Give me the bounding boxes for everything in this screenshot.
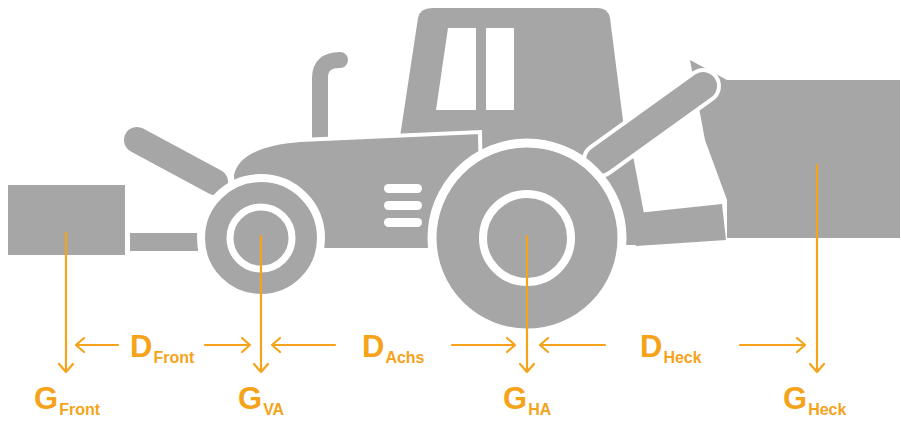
rear-arm [600,86,703,160]
grill-slot [384,184,422,193]
symbol-subscript: Front [153,350,194,366]
symbol-letter: G [238,383,262,414]
dimension-arrow [272,338,335,352]
symbol-subscript: Heck [663,350,701,366]
front-lower-link [130,233,198,251]
dimension-arrow [540,338,605,352]
symbol-letter: G [34,383,58,414]
symbol-letter: D [130,331,152,362]
symbol-subscript: VA [263,402,284,418]
force-arrow [810,165,824,372]
symbol-letter: G [503,383,527,414]
symbol-letter: D [362,331,384,362]
symbol-letter: G [783,383,807,414]
force-arrow [59,233,73,372]
front-arm [137,140,215,182]
symbol-letter: D [640,331,662,362]
rear-arm-outline [600,86,703,160]
grill-slot [384,218,422,227]
dimension-arrow [76,338,118,352]
force-arrow [520,236,534,372]
cab-window [436,28,476,110]
symbol-subscript: HA [528,402,551,418]
grill-slot [384,201,422,210]
dimension-arrow [452,338,515,352]
force-arrow [254,236,268,372]
dimension-arrow [205,338,250,352]
cab-window [486,28,514,110]
symbol-subscript: Achs [385,350,424,366]
front-arm-outline [137,140,215,182]
dimension-arrow [740,338,805,352]
rear-weight [727,80,900,238]
symbol-subscript: Heck [808,402,846,418]
symbol-subscript: Front [59,402,100,418]
